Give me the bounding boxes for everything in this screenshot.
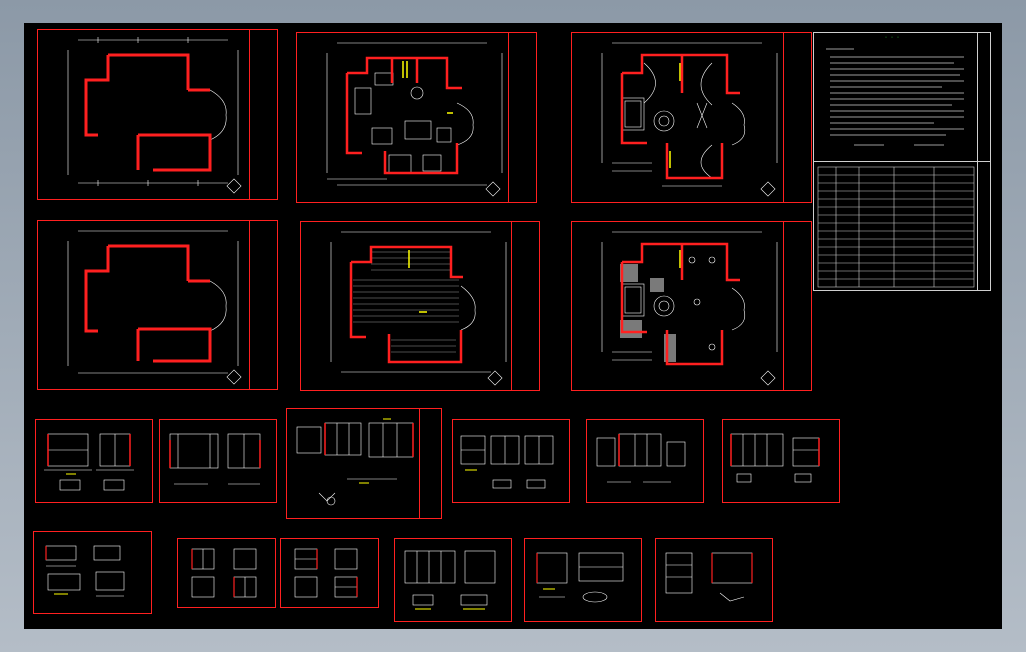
lighting-plan-drawing [601, 231, 778, 386]
detail-drawing [536, 552, 624, 603]
panel-divider [814, 161, 990, 162]
panel-title-strip [977, 33, 978, 290]
design-notes-panel[interactable]: · · · [813, 32, 991, 291]
demolition-plan-drawing [67, 230, 242, 385]
title-block [511, 222, 539, 390]
notes-title: · · · [884, 35, 900, 41]
detail-drawing [45, 545, 125, 597]
detail-drawing [294, 548, 358, 598]
detail-drawing [404, 550, 496, 610]
design-notes-text [817, 48, 975, 288]
sheet-detail-1[interactable] [33, 531, 152, 614]
sheet-wall-demolition-plan[interactable] [37, 220, 278, 390]
furniture-plan-drawing [326, 42, 503, 197]
sheet-lighting-plan[interactable] [571, 221, 812, 391]
title-block [783, 222, 811, 390]
sheet-ceiling-plan[interactable] [571, 32, 812, 203]
elevation-drawing [596, 433, 686, 483]
sheet-elevation-5[interactable] [586, 419, 704, 503]
sheet-elevation-4[interactable] [452, 419, 570, 503]
sheet-original-floor-plan[interactable] [37, 29, 278, 200]
cad-drawing-canvas[interactable]: · · · [24, 23, 1002, 629]
elevation-drawing [296, 418, 414, 506]
title-block [249, 221, 277, 389]
detail-drawing [191, 548, 257, 598]
sheet-detail-5[interactable] [524, 538, 642, 622]
ceiling-plan-drawing [601, 42, 778, 197]
detail-drawing [665, 552, 753, 602]
sheet-elevation-6[interactable] [722, 419, 840, 503]
sheet-floor-finish-plan[interactable] [300, 221, 540, 391]
sheet-detail-2[interactable] [177, 538, 276, 608]
sheet-elevation-2[interactable] [159, 419, 277, 503]
title-block [249, 30, 277, 199]
sheet-detail-4[interactable] [394, 538, 512, 622]
elevation-drawing [730, 433, 820, 483]
floor-finish-drawing [330, 231, 507, 386]
title-block [508, 33, 536, 202]
floor-plan-drawing [67, 37, 242, 194]
sheet-elevation-1[interactable] [35, 419, 153, 503]
title-block [419, 409, 441, 518]
title-block [783, 33, 811, 202]
sheet-detail-3[interactable] [280, 538, 379, 608]
sheet-detail-6[interactable] [655, 538, 773, 622]
elevation-drawing [169, 433, 261, 485]
elevation-drawing [460, 435, 554, 489]
sheet-furniture-layout-plan[interactable] [296, 32, 537, 203]
sheet-elevation-3[interactable] [286, 408, 442, 519]
elevation-drawing [44, 433, 134, 491]
